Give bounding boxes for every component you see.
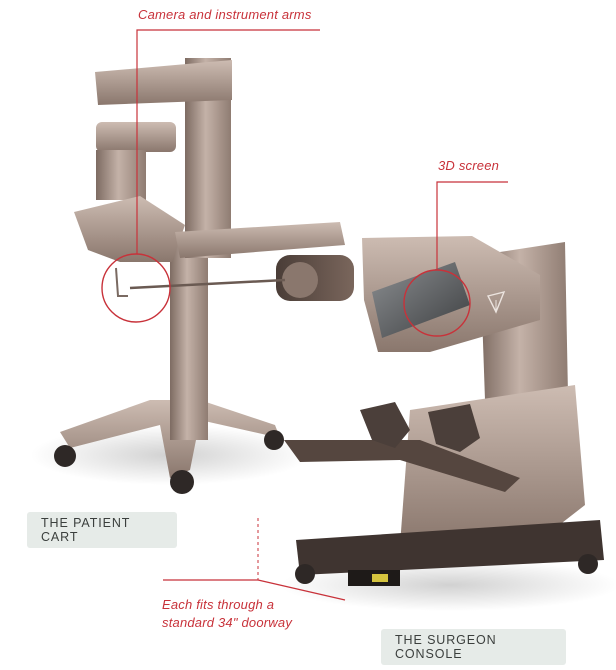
arms-callout-line bbox=[136, 29, 320, 254]
patient-cart-label: THE PATIENT CART bbox=[27, 512, 177, 548]
console-3d-screen bbox=[372, 262, 470, 338]
patient-cart bbox=[30, 58, 354, 494]
triangle-logo-icon bbox=[486, 290, 506, 314]
instrument-shaft bbox=[129, 278, 286, 290]
hand-controller-left bbox=[360, 402, 410, 448]
cart-boom-block bbox=[96, 150, 146, 200]
cart-head-housing bbox=[74, 196, 185, 262]
cart-wheel bbox=[54, 445, 76, 467]
cart-boom-segment bbox=[96, 122, 176, 152]
hand-controller-right bbox=[428, 404, 480, 452]
instrument-tip bbox=[115, 267, 128, 297]
console-armrest bbox=[284, 440, 520, 492]
surgeon-console bbox=[280, 236, 616, 611]
arms-callout-label: Camera and instrument arms bbox=[138, 7, 312, 22]
console-wheel bbox=[578, 554, 598, 574]
doorway-callout-line bbox=[257, 579, 346, 601]
console-base bbox=[296, 520, 604, 575]
cart-top-arm bbox=[95, 60, 232, 105]
callout-lines bbox=[136, 29, 508, 601]
screen-callout-line bbox=[436, 181, 508, 270]
arms-callout-circle bbox=[101, 253, 171, 323]
console-wheel bbox=[295, 564, 315, 584]
doorway-callout-line1: Each fits through a bbox=[162, 597, 275, 612]
doorway-callout-line2: standard 34" doorway bbox=[162, 614, 293, 630]
instrument-drum bbox=[282, 262, 318, 298]
cart-wheel bbox=[264, 430, 284, 450]
cart-column bbox=[170, 240, 208, 440]
surgeon-console-label: THE SURGEON CONSOLE bbox=[381, 629, 566, 665]
cart-wheel bbox=[170, 470, 194, 494]
cart-horizontal-arm bbox=[175, 222, 345, 258]
foot-pedal bbox=[372, 574, 388, 582]
doorway-callout-label: Each fits through a standard 34" doorway bbox=[162, 596, 292, 631]
screen-callout-label: 3D screen bbox=[438, 158, 500, 173]
